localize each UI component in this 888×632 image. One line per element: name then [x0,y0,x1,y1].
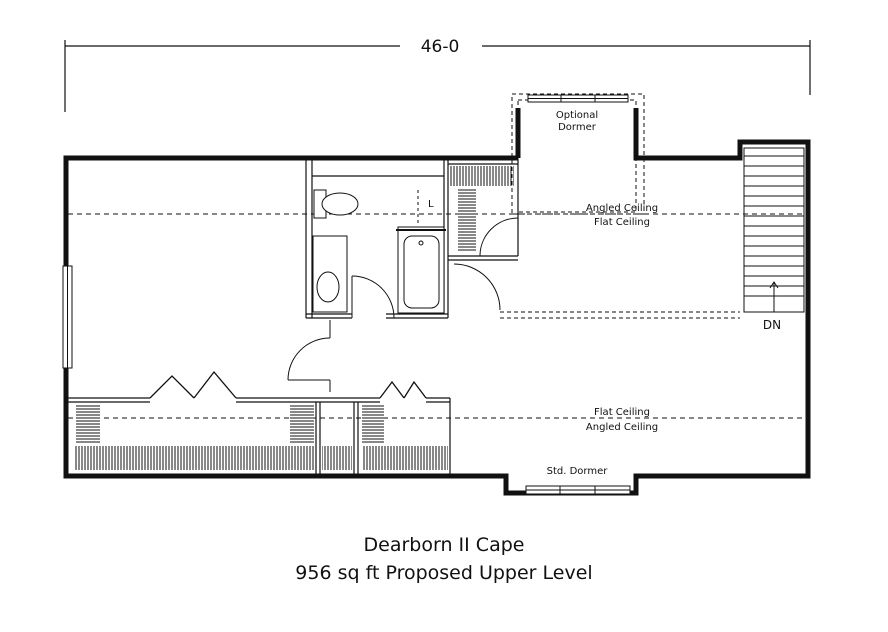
right-room-door [453,263,740,319]
upper-closet-door [479,217,519,257]
flat-ceiling-upper-label: Flat Ceiling [594,217,650,228]
overall-dimension: 46-0 [421,37,460,57]
bifold-door-left [149,370,237,399]
stair-down-label: DN [763,318,781,332]
lower-closet-hatch-center [322,446,352,470]
lower-closet-hatch-bottom-b [362,446,448,470]
lower-closet-hatch-left [76,404,100,444]
linen-label: L [428,199,434,210]
vanity [312,235,348,313]
plan-subtitle: 956 sq ft Proposed Upper Level [295,562,593,584]
std-dormer-window [525,485,631,495]
dimension-line [64,40,811,112]
bifold-door-right [379,380,427,399]
optional-dormer-window [527,94,629,103]
optional-dormer-label-2: Dormer [558,122,597,133]
lower-closet-walls [68,397,451,474]
toilet [313,189,359,219]
bathroom-door [351,275,395,319]
upper-closet-hatch-side [458,188,476,252]
std-dormer-label: Std. Dormer [547,466,609,477]
bathtub [396,226,446,314]
optional-dormer-label-1: Optional [556,110,598,121]
lower-closet-hatch-right [362,404,384,444]
left-window [62,265,73,369]
flat-ceiling-lower-label: Flat Ceiling [594,407,650,418]
ceiling-lines [68,213,806,419]
angled-ceiling-lower-label: Angled Ceiling [586,422,658,433]
lower-closet-hatch-mid [290,404,314,444]
stair-arrow [769,281,779,312]
plan-title: Dearborn II Cape [363,534,525,556]
lower-closet-hatch-bottom-a [74,446,314,470]
hall-door [287,320,331,392]
upper-closet-hatch-top [450,166,514,186]
angled-ceiling-upper-label: Angled Ceiling [586,203,658,214]
